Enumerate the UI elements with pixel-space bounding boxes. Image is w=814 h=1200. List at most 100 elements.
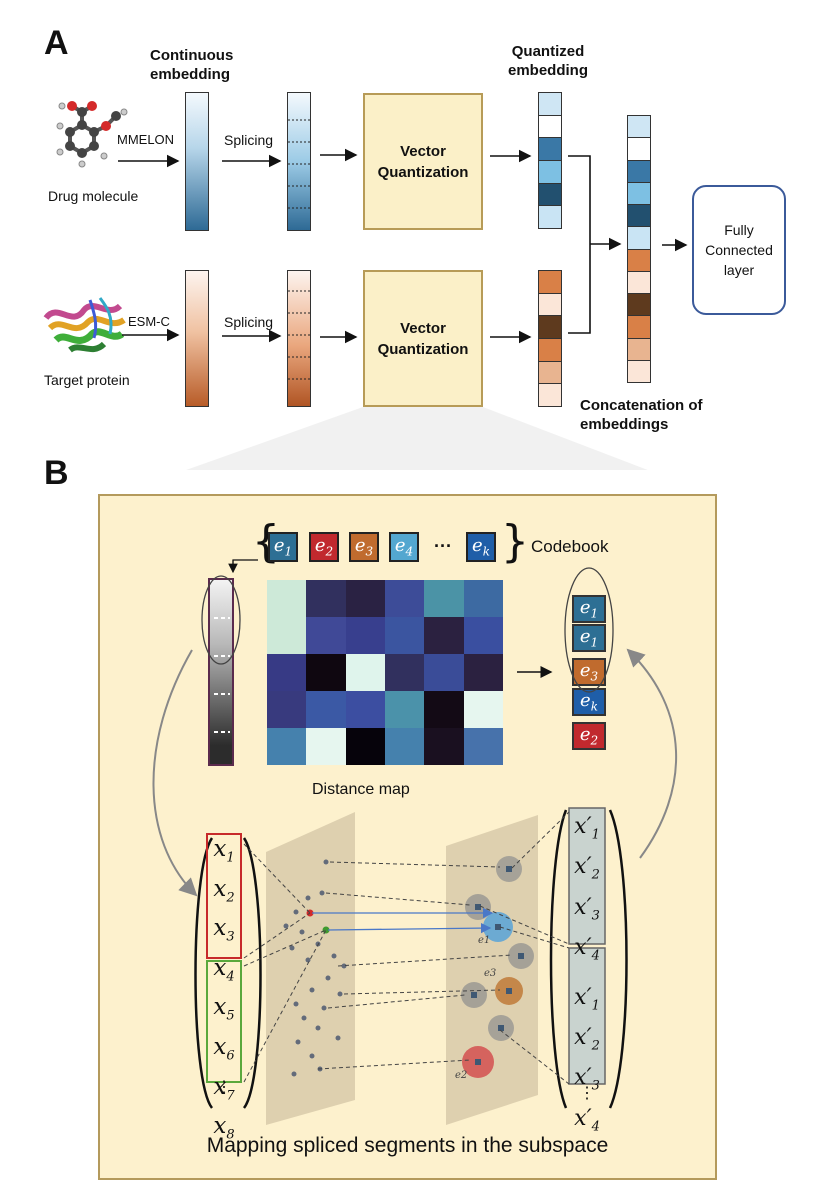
- distance-cell-0-5: [463, 580, 503, 617]
- codebook-ellipsis: ···: [434, 536, 452, 556]
- concat-cell-12: [628, 360, 650, 382]
- concatenated-embedding-stack: [627, 115, 651, 383]
- input-vector-x-6: x6: [213, 1033, 235, 1064]
- distance-cell-2-2: [345, 654, 385, 691]
- quantized-entry-1: e1: [572, 595, 606, 623]
- drug-molecule-icon: [56, 101, 128, 168]
- distance-cell-2-5: [463, 654, 503, 691]
- quantized-entry-3: e3: [572, 658, 606, 686]
- distance-cell-3-1: [306, 691, 346, 728]
- concat-cell-5: [628, 205, 650, 228]
- concat-cell-3: [628, 160, 650, 183]
- protein-quantized-cell-3: [539, 316, 561, 340]
- distance-cell-1-1: [306, 617, 346, 654]
- distance-cell-3-4: [424, 691, 464, 728]
- quantized-embedding-label: Quantized embedding: [507, 43, 588, 79]
- input-vector-x-2: x2: [213, 875, 235, 906]
- distance-cell-0-0: [267, 580, 307, 617]
- distance-cell-4-0: [267, 728, 307, 765]
- concat-cell-1: [628, 116, 650, 139]
- quantized-vector-xprime-8: x′4: [574, 1105, 600, 1135]
- quantized-vector-xprime-6: x′2: [574, 1024, 600, 1054]
- drug-vector-quantization-box: Vector Quantization: [363, 93, 483, 230]
- concat-cell-7: [628, 249, 650, 272]
- drug-continuous-embedding-bar: [185, 92, 209, 231]
- drug-quantized-cell-6: [539, 206, 561, 229]
- distance-cell-1-0: [267, 617, 307, 654]
- codebook-entry-e4: e4: [389, 532, 419, 562]
- codebook-entry-e3: e3: [349, 532, 379, 562]
- concat-cell-2: [628, 138, 650, 161]
- concat-cell-9: [628, 294, 650, 317]
- input-vector-ellipsis: ⋮: [216, 1077, 232, 1096]
- distance-map: [267, 580, 503, 765]
- quantized-vector-xprime-3: x′3: [574, 894, 600, 924]
- distance-cell-4-4: [424, 728, 464, 765]
- drug-quantized-cell-5: [539, 183, 561, 207]
- distance-cell-4-1: [306, 728, 346, 765]
- quantized-vector-xprime-7: x′3: [574, 1065, 600, 1094]
- continuous-embedding-label: Continuous embedding: [150, 47, 234, 83]
- protein-spliced-embedding-bar: [287, 270, 311, 407]
- quantized-vector-xprime-1: x′1: [574, 814, 600, 843]
- input-vector-x-4: x4: [213, 954, 235, 985]
- protein-encoder-label: ESM-C: [128, 314, 170, 329]
- input-vector-x-5: x5: [213, 994, 235, 1024]
- drug-molecule-label: Drug molecule: [48, 188, 139, 204]
- distance-cell-1-5: [463, 617, 503, 654]
- drug-encoder-label: MMELON: [117, 132, 175, 147]
- quantized-vector-xprime-5: x′1: [574, 984, 600, 1013]
- distance-cell-1-3: [384, 617, 425, 654]
- drug-splicing-label: Splicing: [224, 132, 274, 148]
- drug-quantized-cell-4: [539, 161, 561, 184]
- distance-cell-3-5: [463, 691, 503, 728]
- distance-cell-4-5: [463, 728, 503, 765]
- codebook-label: Codebook: [531, 537, 609, 556]
- input-vector-x-3: x3: [213, 915, 235, 945]
- distance-cell-3-2: [345, 691, 385, 728]
- distance-cell-2-3: [384, 654, 425, 691]
- panel-a-arrows: [118, 148, 688, 470]
- distance-cell-2-4: [424, 654, 464, 691]
- protein-quantized-cell-1: [539, 271, 561, 294]
- fully-connected-layer-box: Fully Connected layer: [692, 185, 786, 315]
- codebook-entry-ek: ek: [466, 532, 496, 562]
- codebook-right-brace: }: [501, 516, 529, 567]
- distance-cell-1-4: [424, 617, 464, 654]
- distance-cell-3-0: [267, 691, 307, 728]
- panel-b-caption: Mapping spliced segments in the subspace: [206, 1134, 609, 1157]
- drug-quantized-cell-2: [539, 115, 561, 139]
- protein-structure-icon: [43, 297, 126, 353]
- input-vector-x-7: x7: [213, 1073, 235, 1104]
- panel-a-letter: A: [44, 24, 69, 62]
- subspace-label-e2: e2: [455, 1070, 468, 1081]
- protein-quantized-stack: [538, 270, 562, 407]
- quantized-vector-xprime-2: x′2: [574, 854, 600, 883]
- drug-quantized-cell-1: [539, 93, 561, 116]
- distance-cell-4-3: [384, 728, 425, 765]
- protein-quantized-cell-2: [539, 293, 561, 317]
- input-vector-x-8: x8: [213, 1113, 235, 1143]
- subspace-label-e3: e3: [484, 968, 497, 979]
- protein-splicing-label: Splicing: [224, 314, 274, 330]
- quantized-vector-xprime-4: x′4: [574, 935, 600, 964]
- distance-cell-1-2: [345, 617, 385, 654]
- distance-cell-0-4: [424, 580, 464, 617]
- subspace-label-e1: e1: [478, 935, 491, 946]
- protein-quantized-cell-4: [539, 339, 561, 362]
- drug-quantized-stack: [538, 92, 562, 229]
- distance-cell-0-2: [345, 580, 385, 617]
- distance-cell-0-1: [306, 580, 346, 617]
- distance-cell-3-3: [384, 691, 425, 728]
- drug-quantized-cell-3: [539, 138, 561, 162]
- drug-spliced-embedding-bar: [287, 92, 311, 231]
- concat-cell-6: [628, 227, 650, 250]
- panel-b-letter: B: [44, 454, 69, 492]
- quantized-vector-column: x′1 x′2 x′3 x′4 x′1 x′2 x′3 x′4: [569, 811, 605, 1143]
- distance-cell-0-3: [384, 580, 425, 617]
- quantized-vector-ellipsis: ⋮: [579, 1083, 595, 1102]
- concat-cell-8: [628, 271, 650, 294]
- protein-quantized-cell-6: [539, 384, 561, 407]
- protein-vector-quantization-box: Vector Quantization: [363, 270, 483, 407]
